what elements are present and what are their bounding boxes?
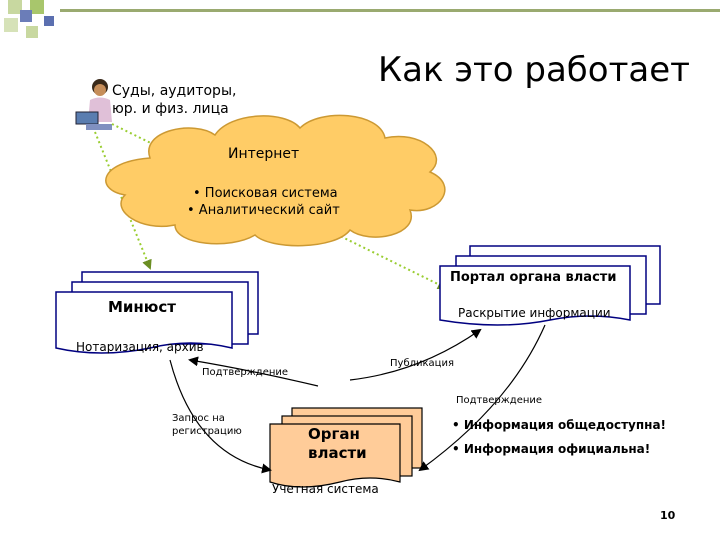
cloud-title: Интернет xyxy=(228,146,300,162)
info-official: • Информация официальна! xyxy=(452,442,651,456)
user-label: Суды, аудиторы, юр. и физ. лица xyxy=(112,82,236,118)
arrow-registration-request xyxy=(169,359,272,474)
label-request-line2: регистрацию xyxy=(172,426,242,437)
arrow-confirmation-left xyxy=(188,356,319,387)
minjust-subtitle: Нотаризация, архив xyxy=(76,340,204,354)
page-number: 10 xyxy=(660,509,676,522)
cloud-bullet-analytics: • Аналитический сайт xyxy=(187,203,340,218)
header-rule xyxy=(60,9,720,12)
organ-subtitle: Учетная система xyxy=(272,482,379,496)
portal-subtitle: Раскрытие информации xyxy=(458,306,611,320)
portal-title: Портал органа власти xyxy=(450,270,617,285)
arrow-publication xyxy=(349,328,482,381)
organ-title-line2: власти xyxy=(308,444,367,462)
user-label-line1: Суды, аудиторы, xyxy=(112,83,237,99)
label-registration-request: Запрос на регистрацию xyxy=(172,412,242,438)
corner-decoration xyxy=(0,0,60,45)
arrow-confirmation-right xyxy=(418,324,546,472)
minjust-document-stack xyxy=(55,271,259,354)
user-label-line2: юр. и физ. лица xyxy=(112,101,229,117)
label-request-line1: Запрос на xyxy=(172,413,225,424)
user-person-icon xyxy=(75,79,112,130)
info-public: • Информация общедоступна! xyxy=(452,418,667,432)
portal-document-stack xyxy=(439,245,661,326)
page-title: Как это работает xyxy=(378,50,690,90)
cloud-bullet-search: • Поисковая система xyxy=(193,186,338,201)
label-confirmation-right: Подтверждение xyxy=(456,395,543,406)
organ-title: Орган власти xyxy=(308,425,367,463)
label-confirmation-left: Подтверждение xyxy=(202,367,289,378)
minjust-title: Минюст xyxy=(108,298,176,316)
label-publication: Публикация xyxy=(390,358,454,369)
organ-document-stack xyxy=(269,407,423,488)
organ-title-line1: Орган xyxy=(308,425,360,443)
internet-cloud xyxy=(105,114,446,247)
